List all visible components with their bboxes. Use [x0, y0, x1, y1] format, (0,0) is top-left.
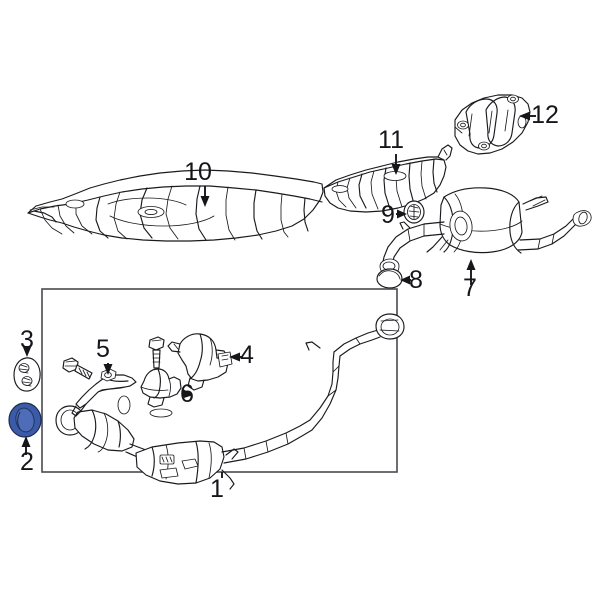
part-6-exhaust-pipe-insulator-support	[140, 368, 182, 408]
loose-washer-ring-2	[149, 408, 173, 418]
front-pipe-group-box	[41, 288, 398, 473]
callout-leader-4	[229, 352, 243, 362]
part-9-muffler-seal-ring	[403, 200, 425, 224]
callout-leader-3	[22, 346, 32, 357]
callout-leader-9	[396, 209, 407, 219]
callout-label-1: 1	[210, 475, 224, 503]
callout-label-11: 11	[378, 126, 404, 154]
callout-leader-8	[400, 275, 411, 285]
callout-label-3: 3	[20, 326, 34, 354]
callout-leader-2	[21, 436, 31, 455]
callout-leader-6	[182, 389, 193, 398]
callout-label-9: 9	[381, 201, 395, 229]
part-10-front-floor-heat-insulator	[27, 169, 324, 242]
callout-label-2: 2	[20, 448, 34, 476]
callout-label-4: 4	[240, 341, 254, 369]
callout-leader-7	[466, 259, 476, 285]
callout-label-12: 12	[531, 101, 559, 129]
part-12-rear-floor-heat-insulator	[454, 94, 531, 155]
part-2-exhaust-pipe-gasket	[8, 402, 42, 438]
callout-leader-12	[519, 111, 536, 121]
part-7-rear-muffler-assembly	[379, 187, 592, 277]
part-8-tailpipe-gasket	[376, 268, 403, 289]
part-4-mounting-bolt	[148, 336, 165, 369]
callout-label-6: 6	[180, 380, 194, 408]
part-3-exhaust-manifold-gasket	[13, 357, 41, 392]
callout-leader-5	[103, 363, 113, 375]
part-5-exhaust-pipe-support-stay	[71, 368, 137, 417]
callout-label-10: 10	[184, 158, 212, 186]
callout-label-8: 8	[409, 266, 423, 294]
callout-label-5: 5	[96, 335, 110, 363]
callout-leader-10	[200, 186, 210, 207]
callout-leader-11	[391, 154, 401, 175]
part-1-front-exhaust-pipe-assembly	[55, 313, 405, 490]
callout-label-7: 7	[463, 274, 477, 302]
part-4-exhaust-pipe-bracket	[167, 333, 233, 391]
part-11-center-floor-heat-insulator	[323, 144, 453, 213]
part-5-hex-bolt	[62, 357, 93, 380]
loose-washer-ring-1	[117, 395, 131, 415]
